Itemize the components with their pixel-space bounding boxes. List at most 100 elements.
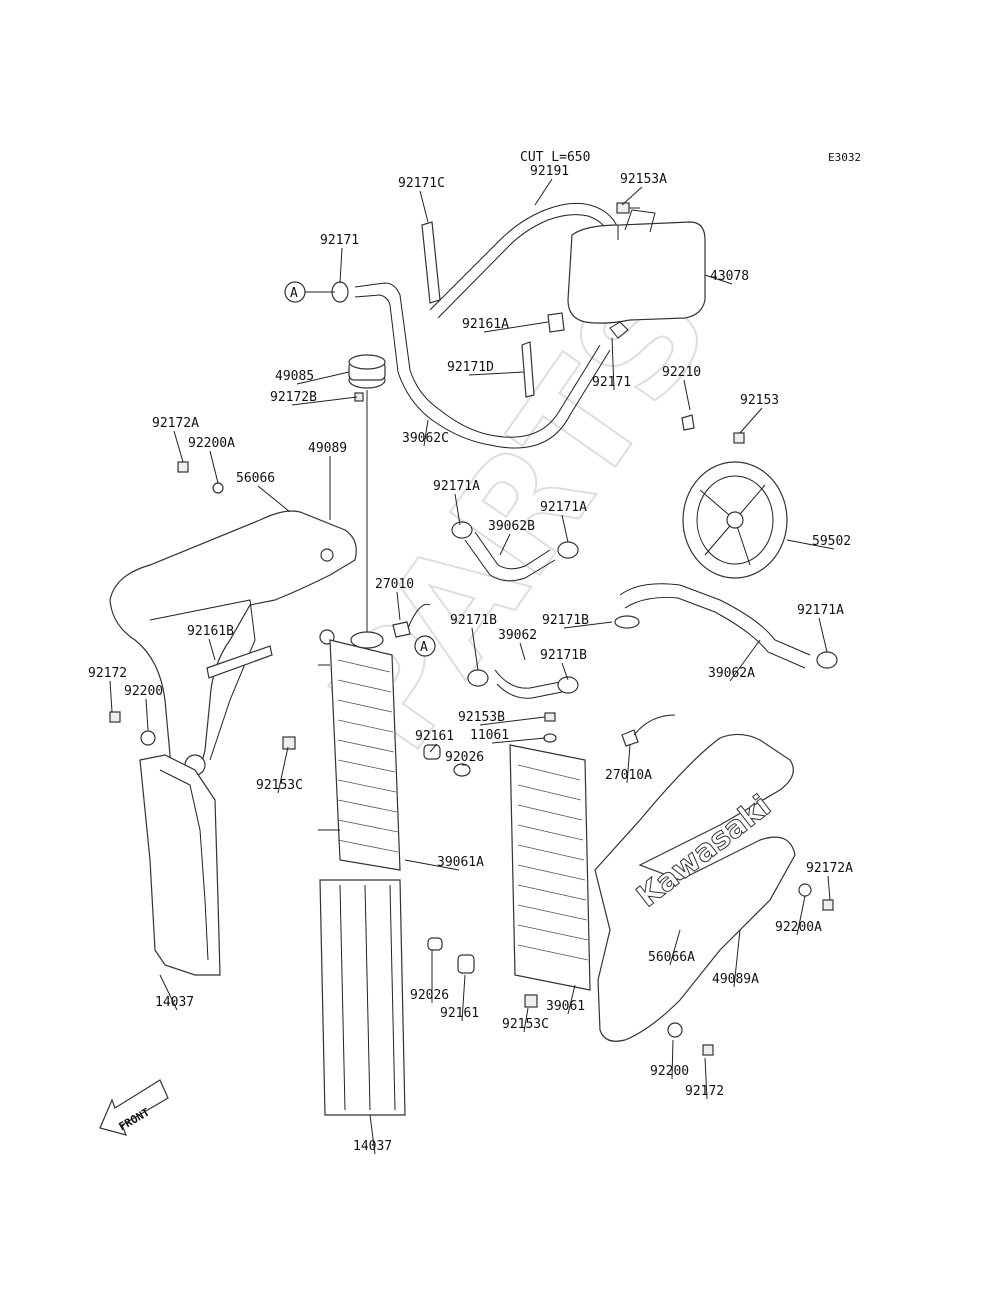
leader-line bbox=[818, 617, 828, 653]
leader-line bbox=[786, 539, 835, 550]
clip-92161a bbox=[547, 312, 565, 333]
leader-line bbox=[534, 178, 553, 206]
callout-label: 49085 bbox=[275, 369, 314, 384]
callout-label: 92172 bbox=[88, 666, 127, 681]
leader-line bbox=[491, 737, 546, 744]
callout-label: 39061 bbox=[546, 999, 585, 1014]
leader-line bbox=[704, 274, 733, 285]
callout-label: 49089 bbox=[308, 441, 347, 456]
leader-line bbox=[257, 485, 291, 513]
callout-label: 92171A bbox=[797, 603, 844, 618]
callout-label: 92171B bbox=[542, 613, 589, 628]
callout-label: 92200A bbox=[775, 920, 822, 935]
leader-line bbox=[669, 929, 681, 966]
leader-line bbox=[291, 396, 358, 406]
clamp-92171b-upper bbox=[614, 615, 640, 629]
clip-92153a bbox=[616, 202, 640, 214]
temp-sensor-27010a bbox=[621, 714, 676, 747]
leader-line bbox=[423, 419, 429, 447]
temp-sensor-27010 bbox=[392, 603, 431, 638]
callout-label: 92171A bbox=[540, 500, 587, 515]
callout-label: 92153A bbox=[620, 172, 667, 187]
callout-label: 92171B bbox=[450, 613, 497, 628]
cooling-fan bbox=[681, 414, 788, 579]
callout-label: 92153B bbox=[458, 710, 505, 725]
cut-note: CUT L=650 bbox=[520, 150, 590, 165]
callout-label: 92171D bbox=[447, 360, 494, 375]
callout-label: 59502 bbox=[812, 534, 851, 549]
callout-label: 92161 bbox=[440, 1006, 479, 1021]
leader-line bbox=[561, 514, 569, 543]
svg-text:A: A bbox=[290, 286, 298, 301]
leader-line bbox=[523, 1007, 529, 1033]
leader-line bbox=[454, 493, 461, 526]
bolt-92153b bbox=[543, 712, 557, 743]
leader-line bbox=[173, 430, 184, 463]
leader-line bbox=[567, 984, 576, 1015]
svg-text:A: A bbox=[420, 640, 428, 655]
right-radiator bbox=[509, 744, 591, 991]
strap-92171c bbox=[421, 221, 441, 304]
leader-line bbox=[419, 190, 429, 223]
callout-label: 11061 bbox=[470, 728, 509, 743]
leader-line bbox=[519, 642, 526, 661]
callout-label: 14037 bbox=[353, 1139, 392, 1154]
strap-92171d bbox=[521, 341, 535, 398]
bolts bbox=[109, 392, 834, 1056]
callout-label: 92172B bbox=[270, 390, 317, 405]
callout-label: 92161 bbox=[415, 729, 454, 744]
leader-line bbox=[827, 875, 831, 901]
reservoir-tank bbox=[567, 209, 706, 339]
leader-line bbox=[145, 698, 149, 731]
leader-line bbox=[209, 450, 219, 484]
leader-line bbox=[499, 533, 511, 556]
leader-line bbox=[704, 1057, 708, 1100]
leader-line bbox=[733, 929, 741, 988]
callout-label: 39062 bbox=[498, 628, 537, 643]
leader-line bbox=[277, 746, 289, 794]
callout-label: 92171A bbox=[433, 479, 480, 494]
callout-label: 92161A bbox=[462, 317, 509, 332]
leader-lines bbox=[109, 178, 835, 1155]
callout-label: 92153 bbox=[740, 393, 779, 408]
foam-strip-92161b bbox=[206, 645, 273, 679]
leader-line bbox=[729, 639, 761, 682]
callout-label: 92153C bbox=[502, 1017, 549, 1032]
leader-line bbox=[563, 621, 613, 629]
leader-line bbox=[461, 974, 466, 1022]
callout-label: 39061A bbox=[437, 855, 484, 870]
diagram-code: E3032 bbox=[828, 151, 861, 164]
clamp-92171a-right bbox=[816, 651, 838, 669]
callout-label: 56066 bbox=[236, 471, 275, 486]
leader-line bbox=[208, 638, 216, 661]
overflow-hose bbox=[429, 202, 621, 319]
radiator-guard-left bbox=[139, 754, 221, 976]
callout-label: 49089A bbox=[712, 972, 759, 987]
leader-line bbox=[621, 186, 643, 206]
left-radiator bbox=[318, 631, 401, 871]
leader-line bbox=[671, 1039, 674, 1080]
upper-hose bbox=[354, 282, 611, 449]
left-shroud bbox=[109, 510, 357, 779]
callout-label: 92026 bbox=[445, 750, 484, 765]
right-shroud: Kawasaki bbox=[594, 733, 796, 1042]
leader-line bbox=[109, 680, 113, 713]
callout-label: 39062A bbox=[708, 666, 755, 681]
leader-line bbox=[483, 321, 549, 333]
callout-label: 92210 bbox=[662, 365, 701, 380]
callout-label: 14037 bbox=[155, 995, 194, 1010]
leader-line bbox=[369, 1114, 376, 1155]
leader-line bbox=[739, 407, 763, 434]
leader-line bbox=[429, 743, 438, 753]
callout-label: 92171C bbox=[398, 176, 445, 191]
leader-line bbox=[396, 591, 401, 621]
leader-line bbox=[159, 974, 178, 1011]
callout-label: 92200A bbox=[188, 436, 235, 451]
ref-marker-top: A bbox=[284, 281, 335, 303]
ref-marker-mid: A bbox=[414, 635, 436, 657]
grommets bbox=[140, 482, 812, 1038]
callout-label: 39062C bbox=[402, 431, 449, 446]
callout-label: 43078 bbox=[710, 269, 749, 284]
